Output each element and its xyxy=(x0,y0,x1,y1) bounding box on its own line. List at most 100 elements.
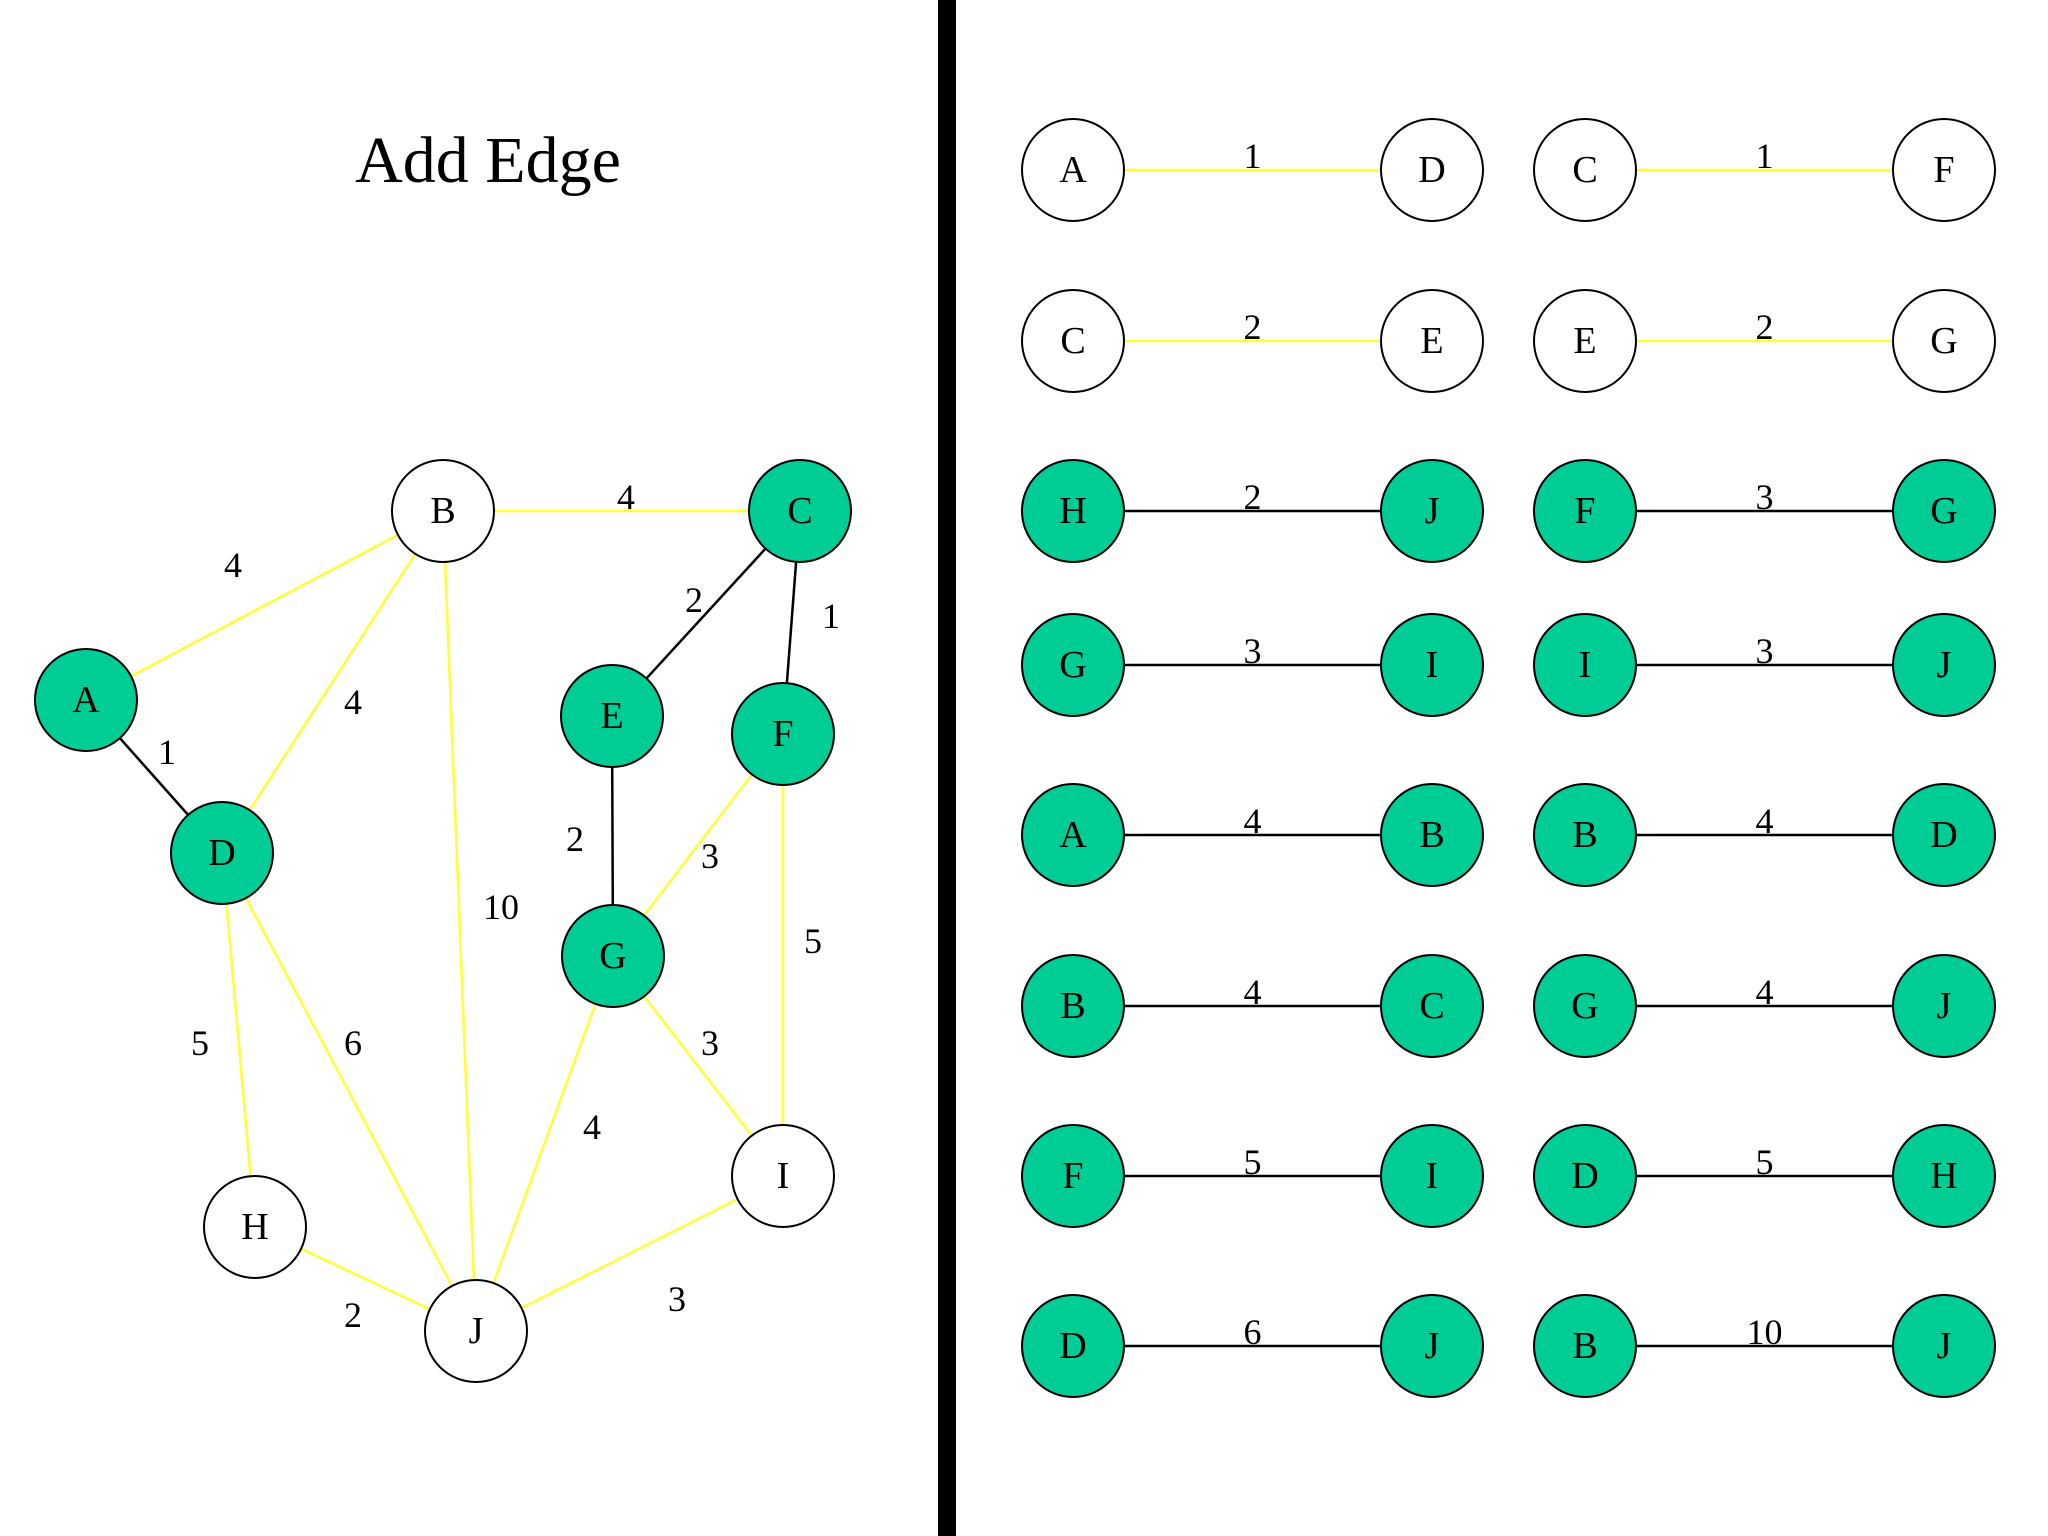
edge-list-to-label: J xyxy=(1937,1325,1952,1367)
edge-list-item-a-b: 4 A B xyxy=(1021,783,1484,887)
graph-node-circle xyxy=(731,682,835,786)
edge-list-from-node xyxy=(1533,459,1637,563)
graph-node-label: J xyxy=(469,1310,484,1352)
graph-edge-g-j xyxy=(474,955,615,1332)
graph-edge-weight-b-c: 4 xyxy=(617,477,635,517)
edge-list-from-node xyxy=(1533,1294,1637,1398)
graph-edge-weight-f-i: 5 xyxy=(804,921,822,961)
graph-node-label: I xyxy=(777,1155,790,1197)
graph-edge-weight-a-d: 1 xyxy=(158,732,176,772)
edge-list-to-label: D xyxy=(1930,814,1957,856)
graph-edge-weight-f-g: 3 xyxy=(701,836,719,876)
edge-list-from-label: G xyxy=(1059,644,1086,686)
graph-edge-a-b xyxy=(85,509,444,702)
edge-list-weight: 1 xyxy=(1244,136,1262,176)
edge-list-weight: 1 xyxy=(1756,136,1774,176)
graph-node-label: E xyxy=(600,695,623,737)
edge-list-to-node xyxy=(1892,1294,1996,1398)
edge-list-from-node xyxy=(1021,459,1125,563)
edge-list-to-node xyxy=(1892,289,1996,393)
divider xyxy=(938,0,956,1536)
graph-node-f: F xyxy=(731,682,835,786)
graph-edge-weight-c-f: 1 xyxy=(822,596,840,636)
edge-list-from-label: B xyxy=(1572,1325,1597,1367)
edge-list-to-node xyxy=(1380,459,1484,563)
edge-list-item-e-g: 2 E G xyxy=(1533,289,1996,393)
page-title: Add Edge xyxy=(355,124,621,197)
edge-list-from-label: E xyxy=(1573,320,1596,362)
graph-edge-weight-a-b: 4 xyxy=(224,545,242,585)
edge-list-item-h-j: 2 H J xyxy=(1021,459,1484,563)
edge-list-to-label: F xyxy=(1933,149,1954,191)
graph-node-circle xyxy=(203,1175,307,1279)
graph-edge-weight-g-j: 4 xyxy=(583,1107,601,1147)
edge-list-to-label: J xyxy=(1937,644,1952,686)
edge-list-weight: 10 xyxy=(1747,1312,1783,1352)
edge-list-from-label: H xyxy=(1059,490,1086,532)
graph-node-circle xyxy=(561,904,665,1008)
edge-list-to-label: J xyxy=(1425,1325,1440,1367)
graph-node-label: H xyxy=(241,1206,268,1248)
edge-list-from-node xyxy=(1021,289,1125,393)
graph-edge-weight-e-g: 2 xyxy=(566,819,584,859)
graph-edge-weight-i-j: 3 xyxy=(668,1279,686,1319)
edge-list-from-label: I xyxy=(1579,644,1592,686)
edge-list-weight: 3 xyxy=(1756,477,1774,517)
graph-node-label: A xyxy=(72,679,100,721)
edge-list-to-label: C xyxy=(1419,985,1444,1027)
graph-node-c: C xyxy=(748,459,852,563)
graph-node-h: H xyxy=(203,1175,307,1279)
edge-list-to-node xyxy=(1380,1294,1484,1398)
edge-list-to-label: E xyxy=(1420,320,1443,362)
edge-list-to-node xyxy=(1380,1124,1484,1228)
edge-list-to-node xyxy=(1892,1124,1996,1228)
edge-list-from-label: A xyxy=(1059,814,1087,856)
edge-list-to-node xyxy=(1380,118,1484,222)
graph-edge-weight-c-e: 2 xyxy=(685,580,703,620)
graph-edge-b-d xyxy=(220,510,445,854)
graph-node-e: E xyxy=(560,664,664,768)
edge-list-to-label: H xyxy=(1930,1155,1957,1197)
edge-list-from-node xyxy=(1021,783,1125,887)
graph-node-circle xyxy=(424,1279,528,1383)
edge-list-weight: 2 xyxy=(1756,307,1774,347)
edge-list-weight: 2 xyxy=(1244,307,1262,347)
edge-list-weight: 4 xyxy=(1756,972,1774,1012)
edge-list-from-node xyxy=(1021,1294,1125,1398)
edge-list-from-label: G xyxy=(1571,985,1598,1027)
edge-list-to-label: I xyxy=(1426,1155,1439,1197)
graph-edge-b-j xyxy=(441,510,478,1332)
edge-list-weight: 4 xyxy=(1244,801,1262,841)
edge-list-weight: 3 xyxy=(1756,631,1774,671)
edge-list-from-label: D xyxy=(1571,1155,1598,1197)
edge-list-to-node xyxy=(1380,954,1484,1058)
edge-list-to-label: J xyxy=(1425,490,1440,532)
edge-list-from-label: C xyxy=(1572,149,1597,191)
edge-list-from-label: A xyxy=(1059,149,1087,191)
edge-list-from-node xyxy=(1533,954,1637,1058)
edge-list-from-label: F xyxy=(1062,1155,1083,1197)
edge-list-weight: 2 xyxy=(1244,477,1262,517)
graph-node-label: D xyxy=(208,832,235,874)
edge-list-item-c-f: 1 C F xyxy=(1533,118,1996,222)
graph-node-g: G xyxy=(561,904,665,1008)
edge-list-from-label: F xyxy=(1574,490,1595,532)
edge-list-from-label: B xyxy=(1060,985,1085,1027)
edge-list-item-b-j: 10 B J xyxy=(1533,1294,1996,1398)
graph-node-circle xyxy=(34,648,138,752)
graph-edge-weight-b-d: 4 xyxy=(344,682,362,722)
graph-node-b: B xyxy=(391,459,495,563)
edge-list-to-label: B xyxy=(1419,814,1444,856)
edge-list-from-node xyxy=(1533,118,1637,222)
graph-node-circle xyxy=(170,801,274,905)
edge-list-to-label: G xyxy=(1930,490,1957,532)
edge-list-to-label: G xyxy=(1930,320,1957,362)
